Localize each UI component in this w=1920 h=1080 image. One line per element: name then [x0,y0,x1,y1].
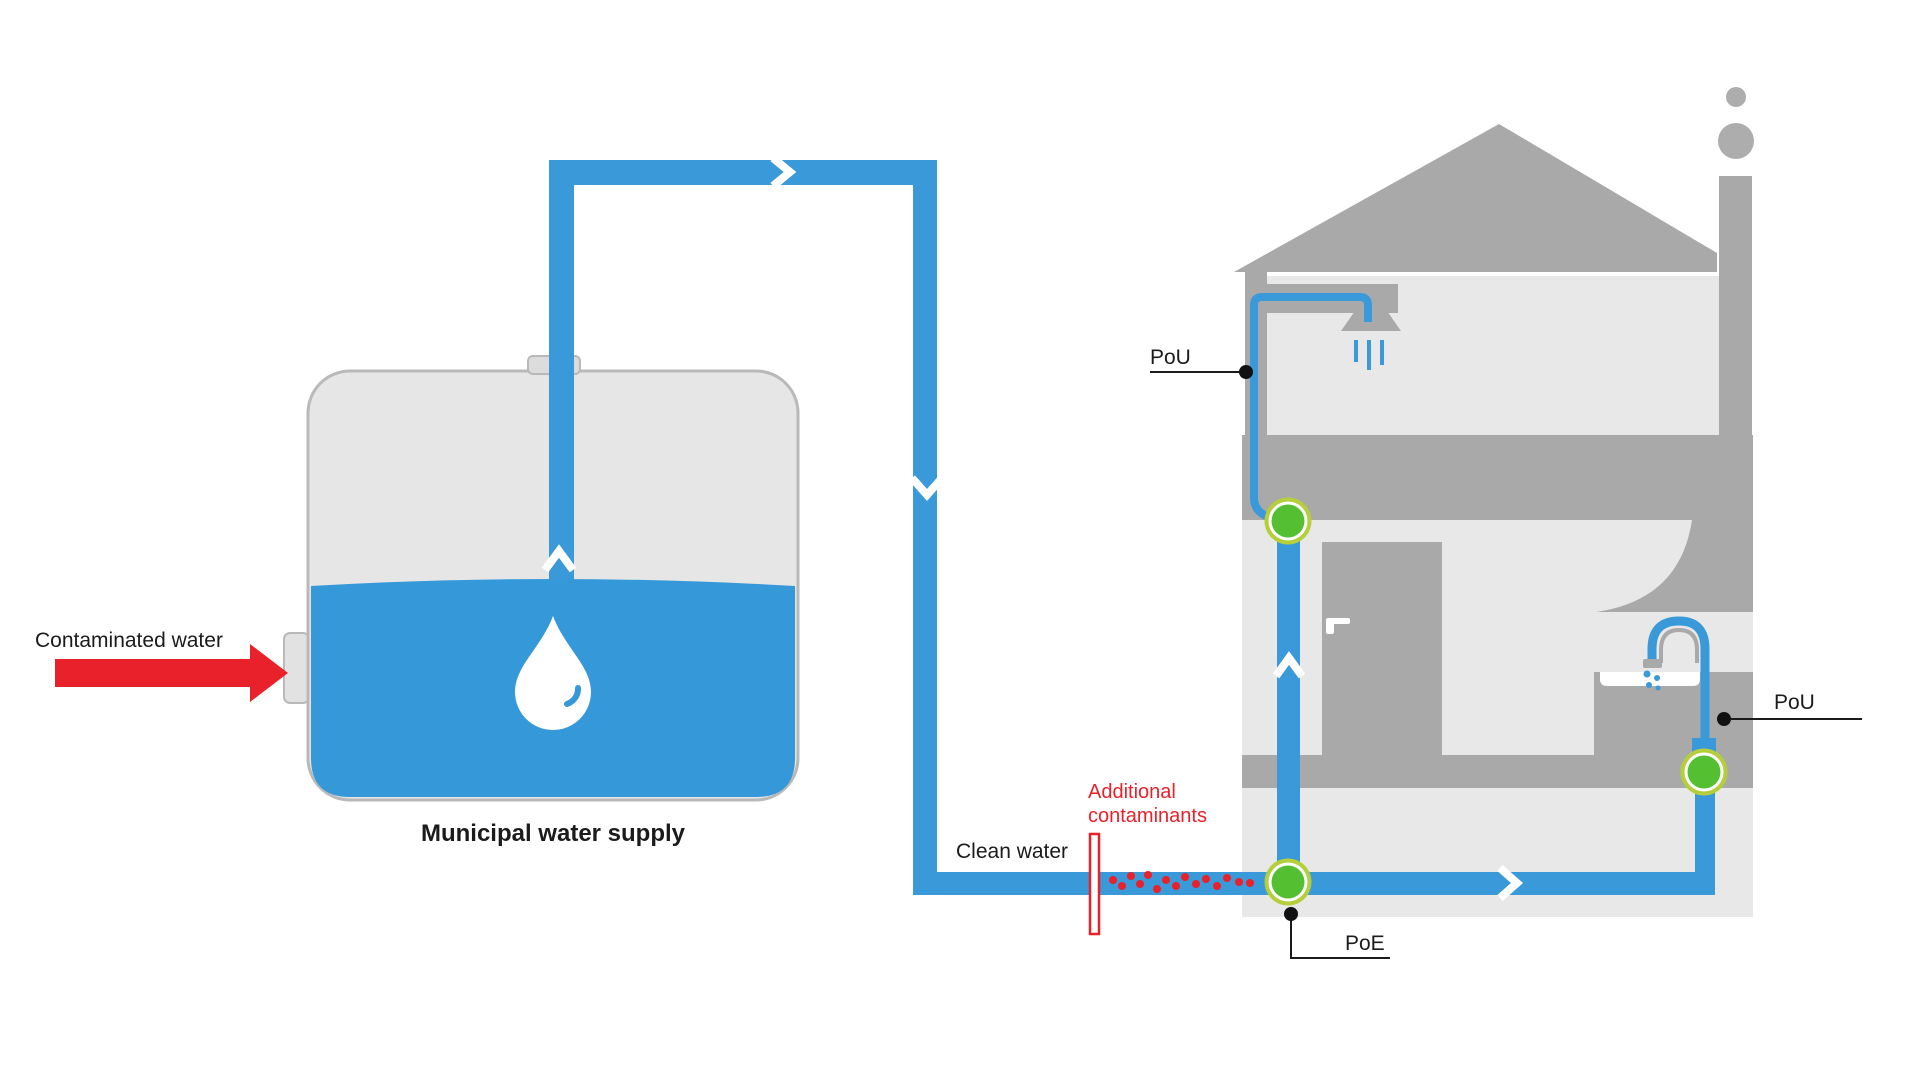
pou-filter-shower-icon [1264,497,1312,545]
door-handle-icon [1328,618,1350,624]
sink-basin-icon [1600,672,1700,686]
pipe-top-horizontal [549,160,937,185]
faucet-pipe-icon [1647,616,1710,742]
flow-down-chevron-icon [909,475,945,502]
additional-contaminants-label: Additional contaminants [1088,780,1207,828]
flow-right-chevron-icon [770,154,797,190]
poe-label: PoE [1345,932,1385,955]
shower-supply-pipe [1250,293,1372,521]
pou-upper-label: PoU [1150,346,1191,369]
faucet-inner-edge [1659,627,1699,663]
tank-outlet-pipe [549,160,574,580]
pipe-basement-horizontal [913,872,1715,895]
pou-filter-sink-icon [1680,748,1728,796]
additional-contaminants-line1: Additional [1088,781,1176,803]
contaminant-dots-icon [1109,871,1254,893]
faucet-spout-icon [1643,659,1662,668]
contaminant-barrier-icon [1088,832,1101,936]
chimney-icon [1719,176,1752,522]
leader-dots [1239,365,1731,921]
pipe-down-vertical [913,160,937,895]
faucet-drips-icon [1643,670,1661,691]
kitchen-hood [1596,520,1753,612]
poe-filter-icon [1264,858,1312,906]
filters [1264,497,1728,906]
flow-up-chevron-icon [541,544,577,573]
flow-up-chevron-icon [1272,651,1306,679]
smoke-puff-small-icon [1726,87,1746,107]
pou-upper-anchor-dot [1239,365,1253,379]
contaminated-water-arrow-icon [55,644,288,702]
poe-leader-line [1290,914,1390,959]
municipal-tank [283,160,800,802]
roof [1234,124,1717,272]
shower-water-icon [1354,340,1384,370]
contaminated-water-label: Contaminated water [35,629,223,652]
pou-sink-label: PoU [1774,691,1815,714]
tank-inlet-port [283,632,310,704]
additional-contaminants-line2: contaminants [1088,805,1207,827]
basement-interior [1242,788,1753,917]
door-icon [1322,542,1442,755]
flow-chevrons [770,154,1524,901]
fixture-pipes [1250,293,1710,742]
leader-lines [1150,371,1862,959]
smoke-puff-large-icon [1718,123,1754,159]
pipe-sink-riser [1695,772,1715,895]
pipe-house-riser [1277,521,1300,895]
water-drop-highlight [564,685,581,707]
municipal-supply-label: Municipal water supply [420,820,686,847]
pou-sink-anchor-dot [1717,712,1731,726]
poe-anchor-dot [1284,907,1298,921]
upper-floor-slab [1242,435,1753,520]
flow-right-chevron-icon [1497,865,1524,901]
house [1234,87,1754,917]
kitchen-counter [1594,672,1753,788]
clean-water-label: Clean water [956,840,1069,863]
